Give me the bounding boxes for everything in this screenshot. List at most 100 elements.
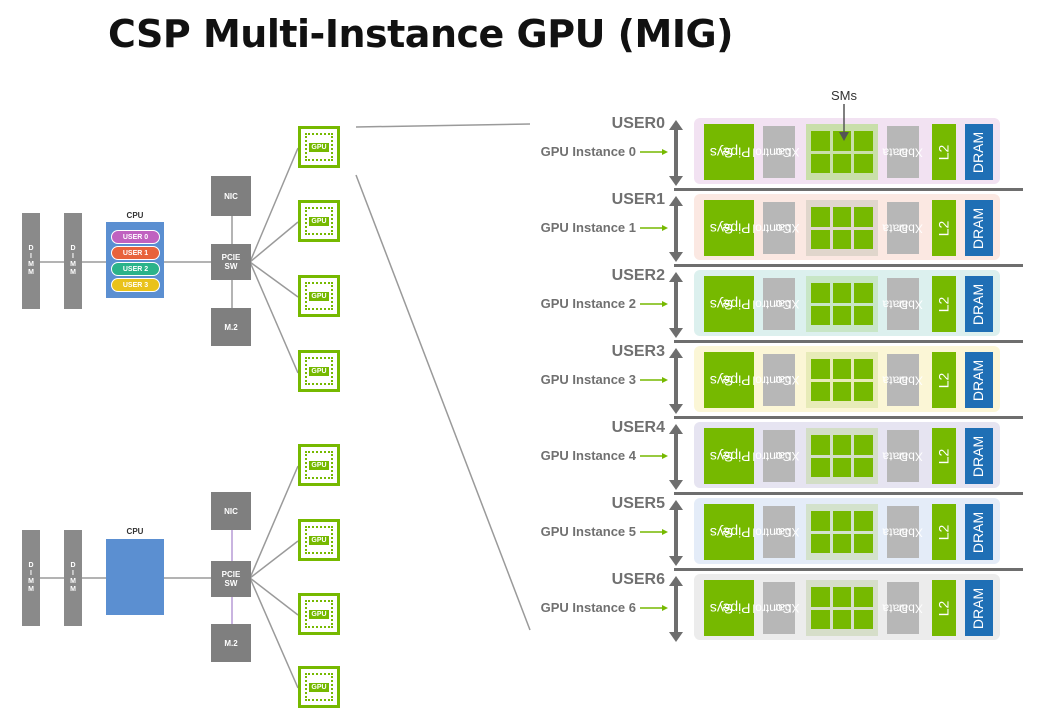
sm-cell [832,511,852,531]
l2-block: L2 [932,428,956,484]
sm-cell [854,153,873,173]
sm-cell [832,609,852,629]
page-title: CSP Multi-Instance GPU (MIG) [0,12,1041,56]
sm-block [806,352,878,408]
sm-cell [811,283,830,303]
sm-cell [832,305,852,325]
sm-grid [811,511,873,553]
instance-separator [674,416,1023,419]
sm-cell [811,511,830,531]
cpu-user-pill: USER 1 [111,246,160,260]
gpu-instance-label: GPU Instance 1 [540,220,636,235]
l2-block: L2 [932,504,956,560]
sm-cell [854,283,873,303]
gpu-instance-label: GPU Instance 2 [540,296,636,311]
dram-block: DRAM [965,504,993,560]
sm-cell [811,153,830,173]
nic-box: NIC [211,176,251,216]
sms-label: SMs [831,88,857,103]
sm-cell [811,609,830,629]
sm-cell [832,153,852,173]
sm-block [806,200,878,256]
l2-block: L2 [932,352,956,408]
instance-separator [674,492,1023,495]
gpu-chip: GPU [298,126,340,168]
title-text: CSP Multi-Instance GPU (MIG) [107,12,734,56]
sm-cell [832,283,852,303]
m2-box: M.2 [211,308,251,346]
dram-block: DRAM [965,580,993,636]
gpu-chip: GPU [298,593,340,635]
cpu-user-pill: USER 3 [111,278,160,292]
sm-block [806,580,878,636]
instance-separator [674,188,1023,191]
dram-block: DRAM [965,352,993,408]
sm-grid [811,435,873,477]
l2-block: L2 [932,276,956,332]
sm-cell [811,381,830,401]
user-label: USER2 [611,267,665,284]
sm-cell [832,587,852,607]
cpu-user-pill: USER 2 [111,262,160,276]
cpu-block [106,539,164,615]
gpu-chip: GPU [298,519,340,561]
dram-block: DRAM [965,276,993,332]
sm-cell [854,435,873,455]
user-label: USER0 [611,115,665,132]
sm-cell [854,229,873,249]
sm-cell [832,457,852,477]
l2-block: L2 [932,580,956,636]
user-label: USER3 [611,343,665,360]
sm-cell [811,435,830,455]
sm-cell [832,381,852,401]
sm-grid [811,587,873,629]
user-label: USER1 [611,191,665,208]
dram-block: DRAM [965,428,993,484]
sm-cell [854,359,873,379]
sm-cell [854,305,873,325]
sm-cell [811,587,830,607]
m2-box: M.2 [211,624,251,662]
gpu-chip: GPU [298,666,340,708]
sm-grid [811,359,873,401]
sm-cell [854,609,873,629]
dram-block: DRAM [965,200,993,256]
gpu-chip: GPU [298,275,340,317]
cpu-label: CPU [126,211,144,220]
l2-block: L2 [932,200,956,256]
nic-box: NIC [211,492,251,530]
user-label: USER5 [611,495,665,512]
gpu-chip: GPU [298,200,340,242]
instance-separator [674,264,1023,267]
sm-block [806,276,878,332]
sm-grid [811,283,873,325]
gpu-instance-label: GPU Instance 3 [540,372,636,387]
sm-cell [832,207,852,227]
instance-separator [674,340,1023,343]
sm-cell [854,131,873,151]
instance-separator [674,568,1023,571]
